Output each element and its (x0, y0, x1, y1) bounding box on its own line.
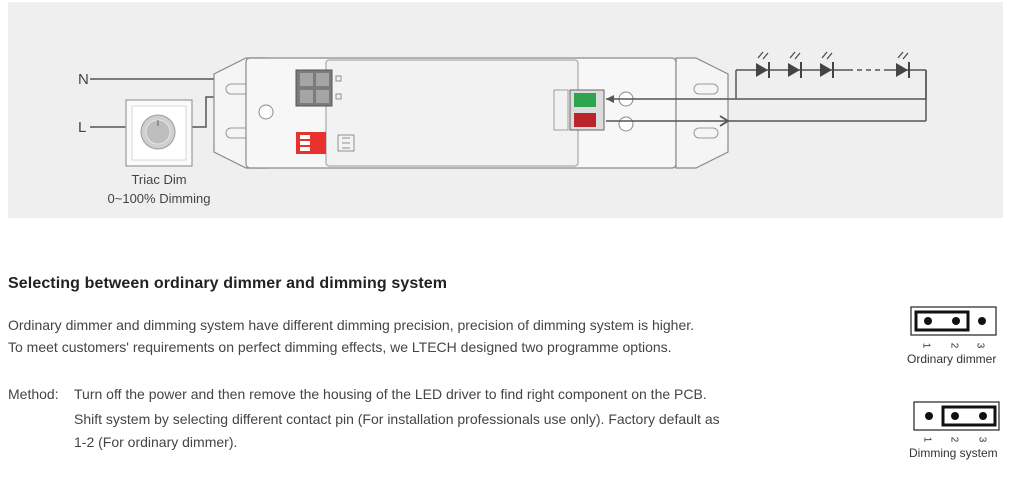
method-line: Shift system by selecting different cont… (74, 411, 720, 427)
dimmer-name: Triac Dim (131, 172, 186, 187)
method-line: 1-2 (For ordinary dimmer). (74, 434, 238, 450)
pin-number: 2 (948, 342, 960, 349)
led-string (735, 51, 926, 99)
dip-switch (296, 132, 355, 154)
input-terminal (295, 69, 342, 107)
jumper-graphic (910, 306, 997, 336)
dimmer-range: 0~100% Dimming (108, 191, 211, 206)
jumper-graphic (913, 401, 1000, 431)
pin-number: 1 (921, 436, 933, 443)
pin-number: 2 (948, 436, 960, 443)
pin-number: 3 (974, 342, 986, 349)
live-label: L (78, 119, 86, 136)
pin-number: 1 (920, 342, 932, 349)
section-title: Selecting between ordinary dimmer and di… (8, 275, 448, 292)
method-line: Turn off the power and then remove the h… (74, 386, 707, 402)
jumper-caption: Ordinary dimmer (907, 352, 997, 366)
neutral-label: N (78, 71, 89, 88)
output-negative-terminal (574, 113, 596, 127)
triac-dimmer (125, 99, 193, 167)
paragraph-line: Ordinary dimmer and dimming system have … (8, 317, 695, 333)
wiring-diagram-graphic: N L Triac Dim 0~100% Dimming (78, 51, 927, 206)
jumper-caption: Dimming system (909, 446, 998, 460)
method-label: Method: (8, 386, 59, 402)
pin-number: 3 (976, 436, 988, 443)
output-positive-terminal (574, 93, 596, 107)
wiring-diagram: N L Triac Dim 0~100% Dimming (8, 2, 1003, 218)
paragraph-line: To meet customers' requirements on perfe… (8, 339, 672, 355)
output-terminal (553, 89, 605, 131)
led-driver-housing (213, 57, 729, 169)
jumper-dimming-system (913, 401, 1003, 440)
jumper-ordinary-dimmer (910, 306, 1000, 345)
